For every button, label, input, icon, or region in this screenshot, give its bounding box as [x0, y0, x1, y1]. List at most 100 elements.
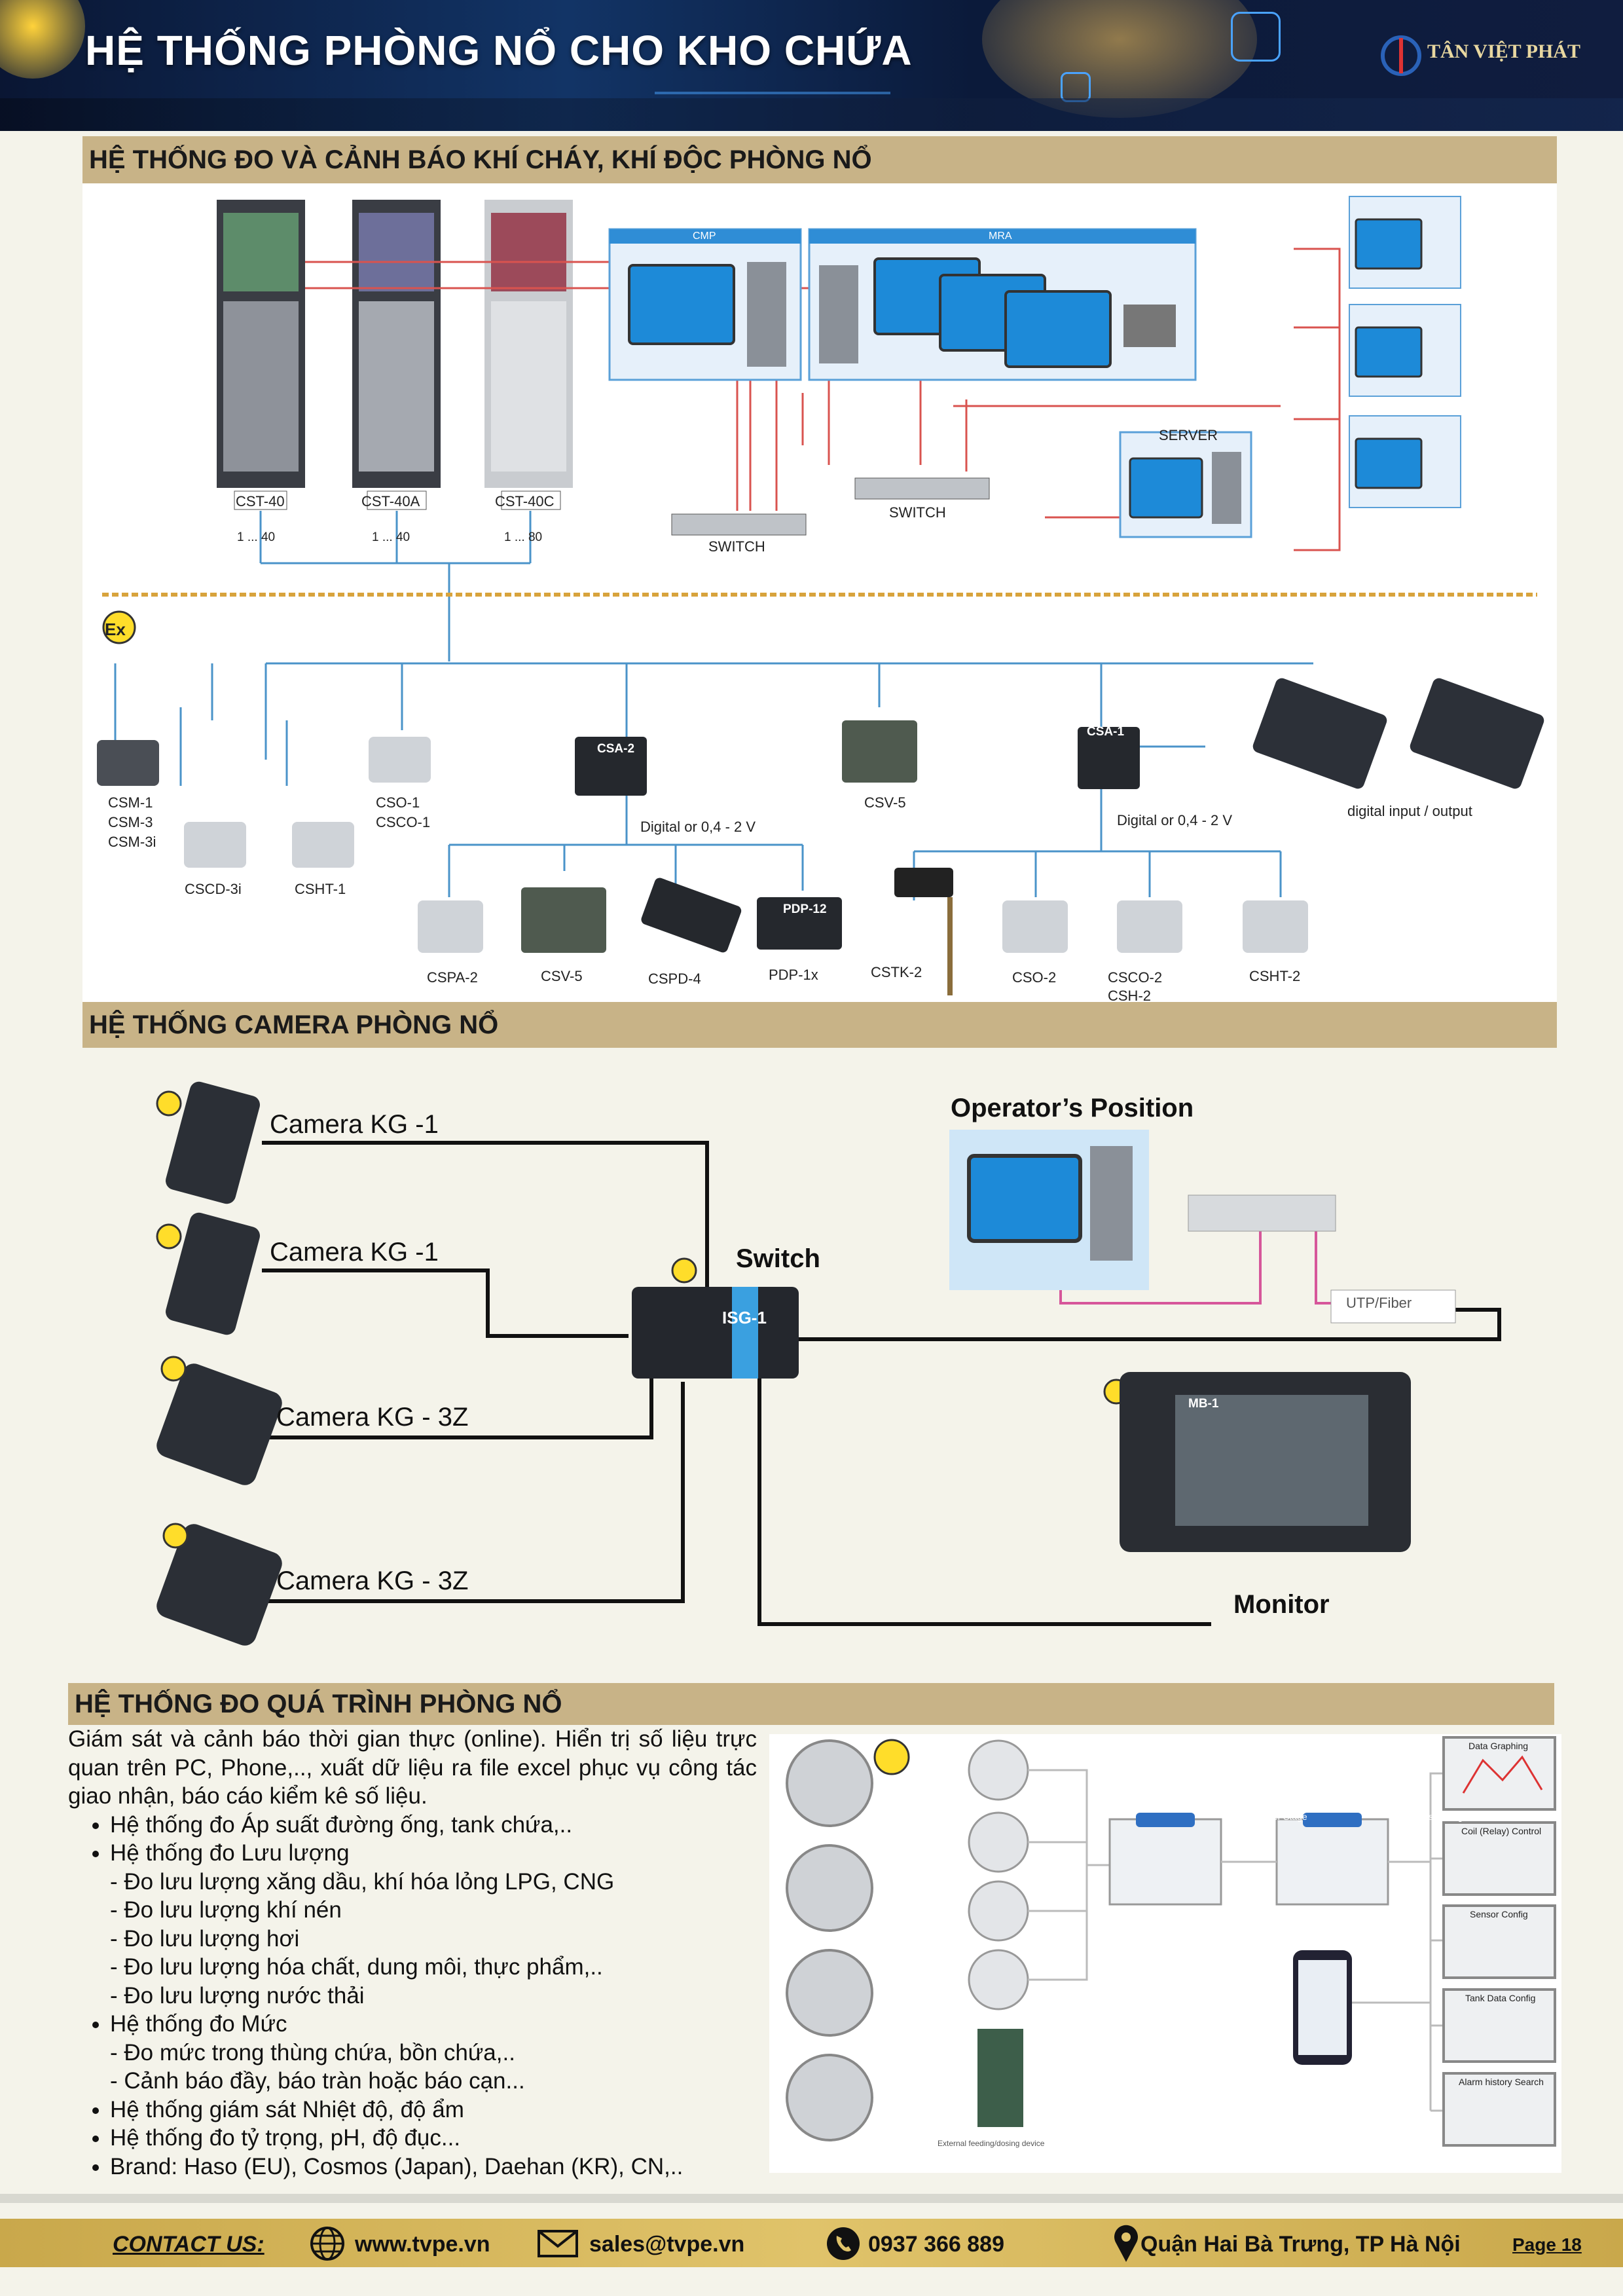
label-digital-2: Digital or 0,4 - 2 V	[1117, 812, 1233, 828]
label-csco-2: CSCO-2	[1108, 969, 1163, 986]
label-cspd-4: CSPD-4	[648, 971, 701, 987]
camera-system-diagram	[156, 1081, 1501, 1646]
label-monitor: Monitor	[1233, 1590, 1330, 1619]
section-title-camera: HỆ THỐNG CAMERA PHÒNG NỔ	[82, 1002, 1557, 1048]
label-switch-1: SWITCH	[708, 538, 765, 555]
label-utp-fiber: UTP/Fiber	[1346, 1295, 1412, 1311]
phone-icon	[827, 2227, 860, 2260]
label-data-graphing: Data Graphing	[1468, 1741, 1529, 1751]
phone-number[interactable]: 0937 366 889	[868, 2232, 1004, 2257]
ex-icon-cam-1	[156, 1090, 182, 1117]
dosing-device	[977, 2029, 1023, 2127]
label-server: SERVER	[1159, 427, 1218, 443]
company-logo	[1381, 35, 1421, 76]
device-csa-1	[1078, 727, 1140, 789]
label-tank-config: Tank Data Config	[1465, 1993, 1536, 2003]
label-pdp-1x: PDP-1x	[769, 967, 818, 983]
bottom-margin	[0, 2267, 1623, 2296]
device-cspd-4	[641, 878, 742, 953]
section-title-gas: HỆ THỐNG ĐO VÀ CẢNH BÁO KHÍ CHÁY, KHÍ ĐỘ…	[82, 136, 1557, 183]
label-camera-1: Camera KG -1	[270, 1110, 439, 1139]
label-mra: MRA	[989, 231, 1012, 242]
cmp-monitor	[628, 264, 735, 345]
bullet-temperature: Hệ thống giám sát Nhiệt độ, độ ẩm	[110, 2096, 757, 2124]
label-cspa-2: CSPA-2	[427, 969, 478, 986]
label-pdp-12: PDP-12	[783, 902, 827, 916]
camera-kg3z-b	[156, 1524, 282, 1646]
process-diagram	[769, 1734, 1561, 2173]
switch-2	[854, 477, 990, 500]
website-link[interactable]: www.tvpe.vn	[355, 2232, 490, 2257]
device-cstk-2	[894, 868, 953, 897]
bullet-brand: Brand: Haso (EU), Cosmos (Japan), Daehan…	[110, 2153, 757, 2181]
label-switch: Switch	[736, 1244, 820, 1273]
isg-switch	[632, 1287, 799, 1379]
cabinet-cst-40a	[352, 200, 441, 488]
email-link[interactable]: sales@tvpe.vn	[589, 2232, 745, 2257]
label-camera-4: Camera KG - 3Z	[276, 1566, 469, 1595]
ex-icon-cam-4	[162, 1523, 189, 1549]
utp-box	[1330, 1289, 1456, 1324]
label-switch-2: SWITCH	[889, 504, 946, 521]
contact-label: CONTACT US:	[113, 2232, 264, 2257]
sub-flow-4: - Đo lưu lượng hóa chất, dung môi, thực …	[110, 1954, 603, 1980]
sub-flow-1: - Đo lưu lượng xăng dầu, khí hóa lỏng LP…	[110, 1868, 615, 1895]
page-header	[0, 0, 1623, 131]
ex-label-1: Ex	[105, 620, 126, 639]
device-digital-io-1	[1252, 678, 1387, 789]
label-csht-1: CSHT-1	[295, 881, 346, 897]
label-csv-5-top: CSV-5	[864, 794, 906, 811]
process-intro: Giám sát và cảnh báo thời gian thực (onl…	[68, 1726, 757, 1809]
email-icon	[538, 2230, 578, 2257]
device-cso-1	[369, 737, 431, 783]
label-cscd-3i: CSCD-3i	[185, 881, 242, 897]
label-cst-40a: CST-40A	[361, 493, 420, 509]
device-digital-io-2	[1410, 678, 1544, 789]
footer-bar	[0, 2219, 1623, 2267]
sub-flow-3: - Đo lưu lượng hơi	[110, 1925, 300, 1952]
address: Quận Hai Bà Trưng, TP Hà Nội	[1140, 2232, 1461, 2257]
camera-kg1-b	[166, 1212, 260, 1335]
label-csm-3: CSM-3	[108, 814, 153, 830]
range-cst-40c: 1 ... 80	[504, 530, 543, 544]
label-camera-3: Camera KG - 3Z	[276, 1403, 469, 1432]
label-cso-2: CSO-2	[1012, 969, 1057, 986]
label-csh-2: CSH-2	[1108, 988, 1152, 1004]
label-cst-40c: CST-40C	[495, 493, 555, 509]
label-operator-position: Operator’s Position	[951, 1094, 1194, 1122]
section-title-process: HỆ THỐNG ĐO QUÁ TRÌNH PHÒNG NỔ	[68, 1683, 1554, 1725]
device-pdp-1x	[757, 897, 842, 950]
sub-level-1: - Đo mức trong thùng chứa, bồn chứa,..	[110, 2039, 515, 2065]
camera-kg3z-a	[156, 1363, 282, 1485]
ex-icon-cam-3	[160, 1356, 187, 1382]
label-server-stage: Server Stage	[1254, 1811, 1307, 1822]
label-mb-1: MB-1	[1188, 1397, 1219, 1411]
device-csco-2	[1117, 900, 1182, 953]
switch-1	[671, 513, 807, 536]
process-diagram-graphic	[786, 1736, 1556, 2147]
label-cst-40: CST-40	[236, 493, 285, 509]
device-cspa-2	[418, 900, 483, 953]
ex-icon-switch	[671, 1257, 697, 1284]
label-user-stage: User Stage	[1422, 1811, 1468, 1822]
printer-icon	[1123, 305, 1176, 347]
range-cst-40: 1 ... 40	[237, 530, 276, 544]
sub-level-2: - Cảnh báo đầy, báo tràn hoặc báo cạn...	[110, 2068, 525, 2094]
bullet-pressure: Hệ thống đo Áp suất đường ống, tank chứa…	[110, 1811, 757, 1840]
label-digital-1: Digital or 0,4 - 2 V	[640, 819, 756, 835]
label-csa-1: CSA-1	[1087, 725, 1125, 739]
cabinet-cst-40	[217, 200, 305, 488]
sensor-radar	[786, 1844, 873, 1932]
device-csht-1	[292, 822, 354, 868]
ex-icon-process	[873, 1739, 910, 1775]
device-csv-5-bottom	[521, 887, 606, 953]
label-sensor-config: Sensor Config	[1470, 1909, 1528, 1919]
label-isg-1: ISG-1	[722, 1308, 767, 1327]
ex-icon-1	[102, 610, 136, 644]
sensor-ultrasonic	[786, 1739, 873, 1827]
device-cso-2	[1002, 900, 1068, 953]
label-coil-control: Coil (Relay) Control	[1461, 1826, 1542, 1836]
device-csv-5-top	[842, 720, 917, 783]
cabinet-cst-40c	[484, 200, 573, 488]
label-cmp: CMP	[693, 231, 716, 242]
